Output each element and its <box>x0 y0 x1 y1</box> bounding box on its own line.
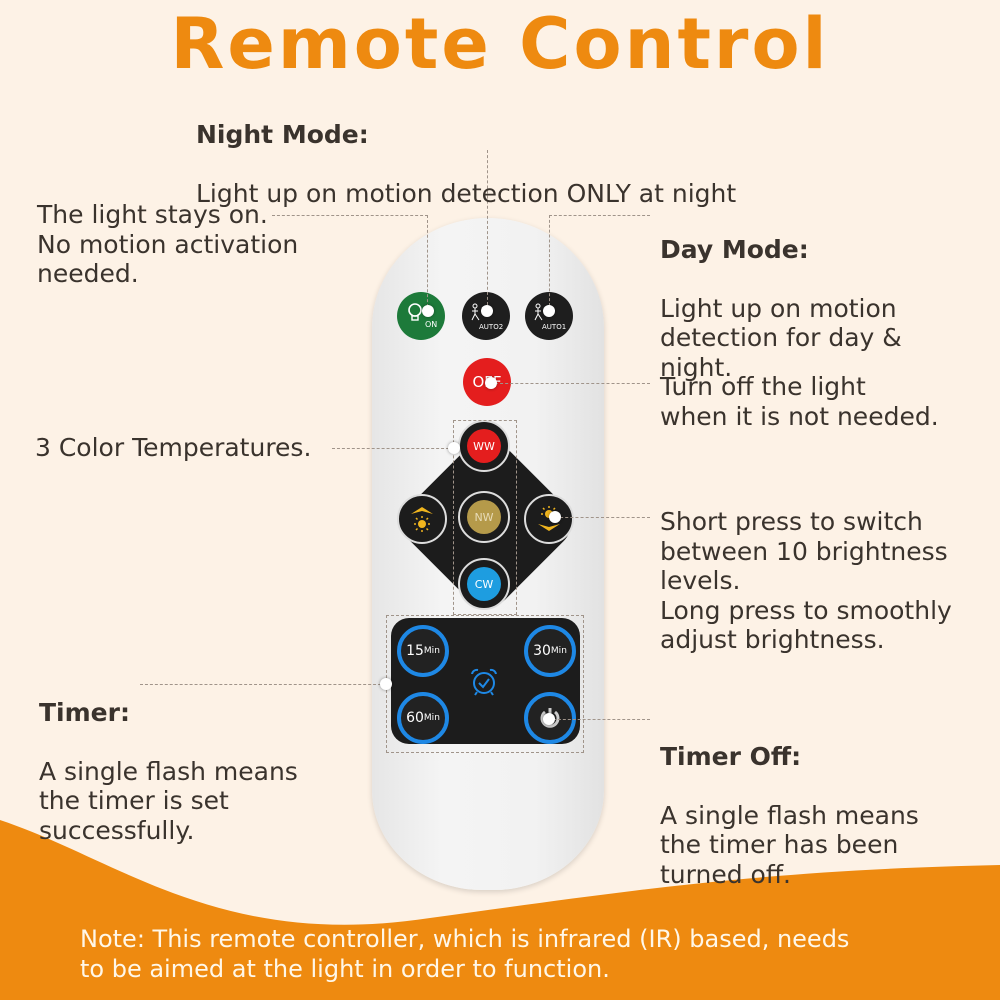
timer-body: A single flash means the timer is set su… <box>39 756 298 845</box>
pointer-dot-color-temps <box>448 442 460 454</box>
callout-night-mode: Night Mode: Light up on motion detection… <box>196 90 736 238</box>
timer-off-body: A single flash means the timer has been … <box>660 800 919 889</box>
timer-60-number: 60 <box>406 710 424 726</box>
auto1-label: AUTO1 <box>542 323 567 331</box>
day-mode-body: Light up on motion detection for day & n… <box>660 293 902 382</box>
timer-heading: Timer: <box>39 697 130 727</box>
day-mode-heading: Day Mode: <box>660 234 809 264</box>
pointer-dot-auto2 <box>481 305 493 317</box>
auto2-label: AUTO2 <box>479 323 504 331</box>
alarm-clock-icon <box>471 668 497 696</box>
color-temp-highlight-box <box>453 420 517 615</box>
leader-off <box>495 383 650 384</box>
timer-15-number: 15 <box>406 643 424 659</box>
callout-timer-off: Timer Off: A single flash means the time… <box>660 712 919 919</box>
timer-60-unit: Min <box>423 713 440 723</box>
on-button[interactable]: ON <box>397 292 445 340</box>
bulb-icon <box>408 303 422 321</box>
callout-always-on: The light stays on. No motion activation… <box>37 200 299 288</box>
timer-highlight-box <box>386 615 584 753</box>
pointer-dot-off <box>485 377 497 389</box>
leader-color-temps <box>332 448 454 449</box>
leader-night-mode <box>487 150 488 305</box>
leader-timer-off <box>548 719 650 720</box>
leader-always-on <box>272 215 428 312</box>
ww-button[interactable]: WW <box>458 420 510 472</box>
nw-button[interactable]: NW <box>458 491 510 543</box>
leader-day-mode <box>549 215 650 306</box>
leader-timer <box>140 684 386 685</box>
pointer-dot-on <box>422 305 434 317</box>
on-label: ON <box>425 320 438 329</box>
brightness-up-icon <box>411 507 433 532</box>
timer-off-heading: Timer Off: <box>660 741 802 771</box>
callout-off: Turn off the light when it is not needed… <box>660 372 939 431</box>
brightness-up-button[interactable] <box>397 494 447 544</box>
night-mode-body: Light up on motion detection ONLY at nig… <box>196 178 737 208</box>
callout-color-temps: 3 Color Temperatures. <box>35 433 312 462</box>
pointer-dot-timer <box>380 678 392 690</box>
ir-note: Note: This remote controller, which is i… <box>80 925 850 983</box>
pointer-dot-auto1 <box>543 305 555 317</box>
callout-brightness: Short press to switch between 10 brightn… <box>660 507 952 654</box>
cw-button[interactable]: CW <box>458 558 510 610</box>
timer-30-unit: Min <box>550 646 567 656</box>
timer-30-number: 30 <box>533 643 551 659</box>
callout-day-mode: Day Mode: Light up on motion detection f… <box>660 205 902 412</box>
leader-brightness <box>555 517 650 518</box>
page-title: Remote Control <box>170 3 830 85</box>
nw-label: NW <box>474 510 494 524</box>
callout-timer: Timer: A single flash means the timer is… <box>39 668 298 875</box>
night-mode-heading: Night Mode: <box>196 119 369 149</box>
ww-label: WW <box>473 439 495 453</box>
cw-label: CW <box>474 577 494 591</box>
timer-15-unit: Min <box>423 646 440 656</box>
pointer-dot-brightness <box>549 511 561 523</box>
pointer-dot-timer-off <box>543 713 555 725</box>
